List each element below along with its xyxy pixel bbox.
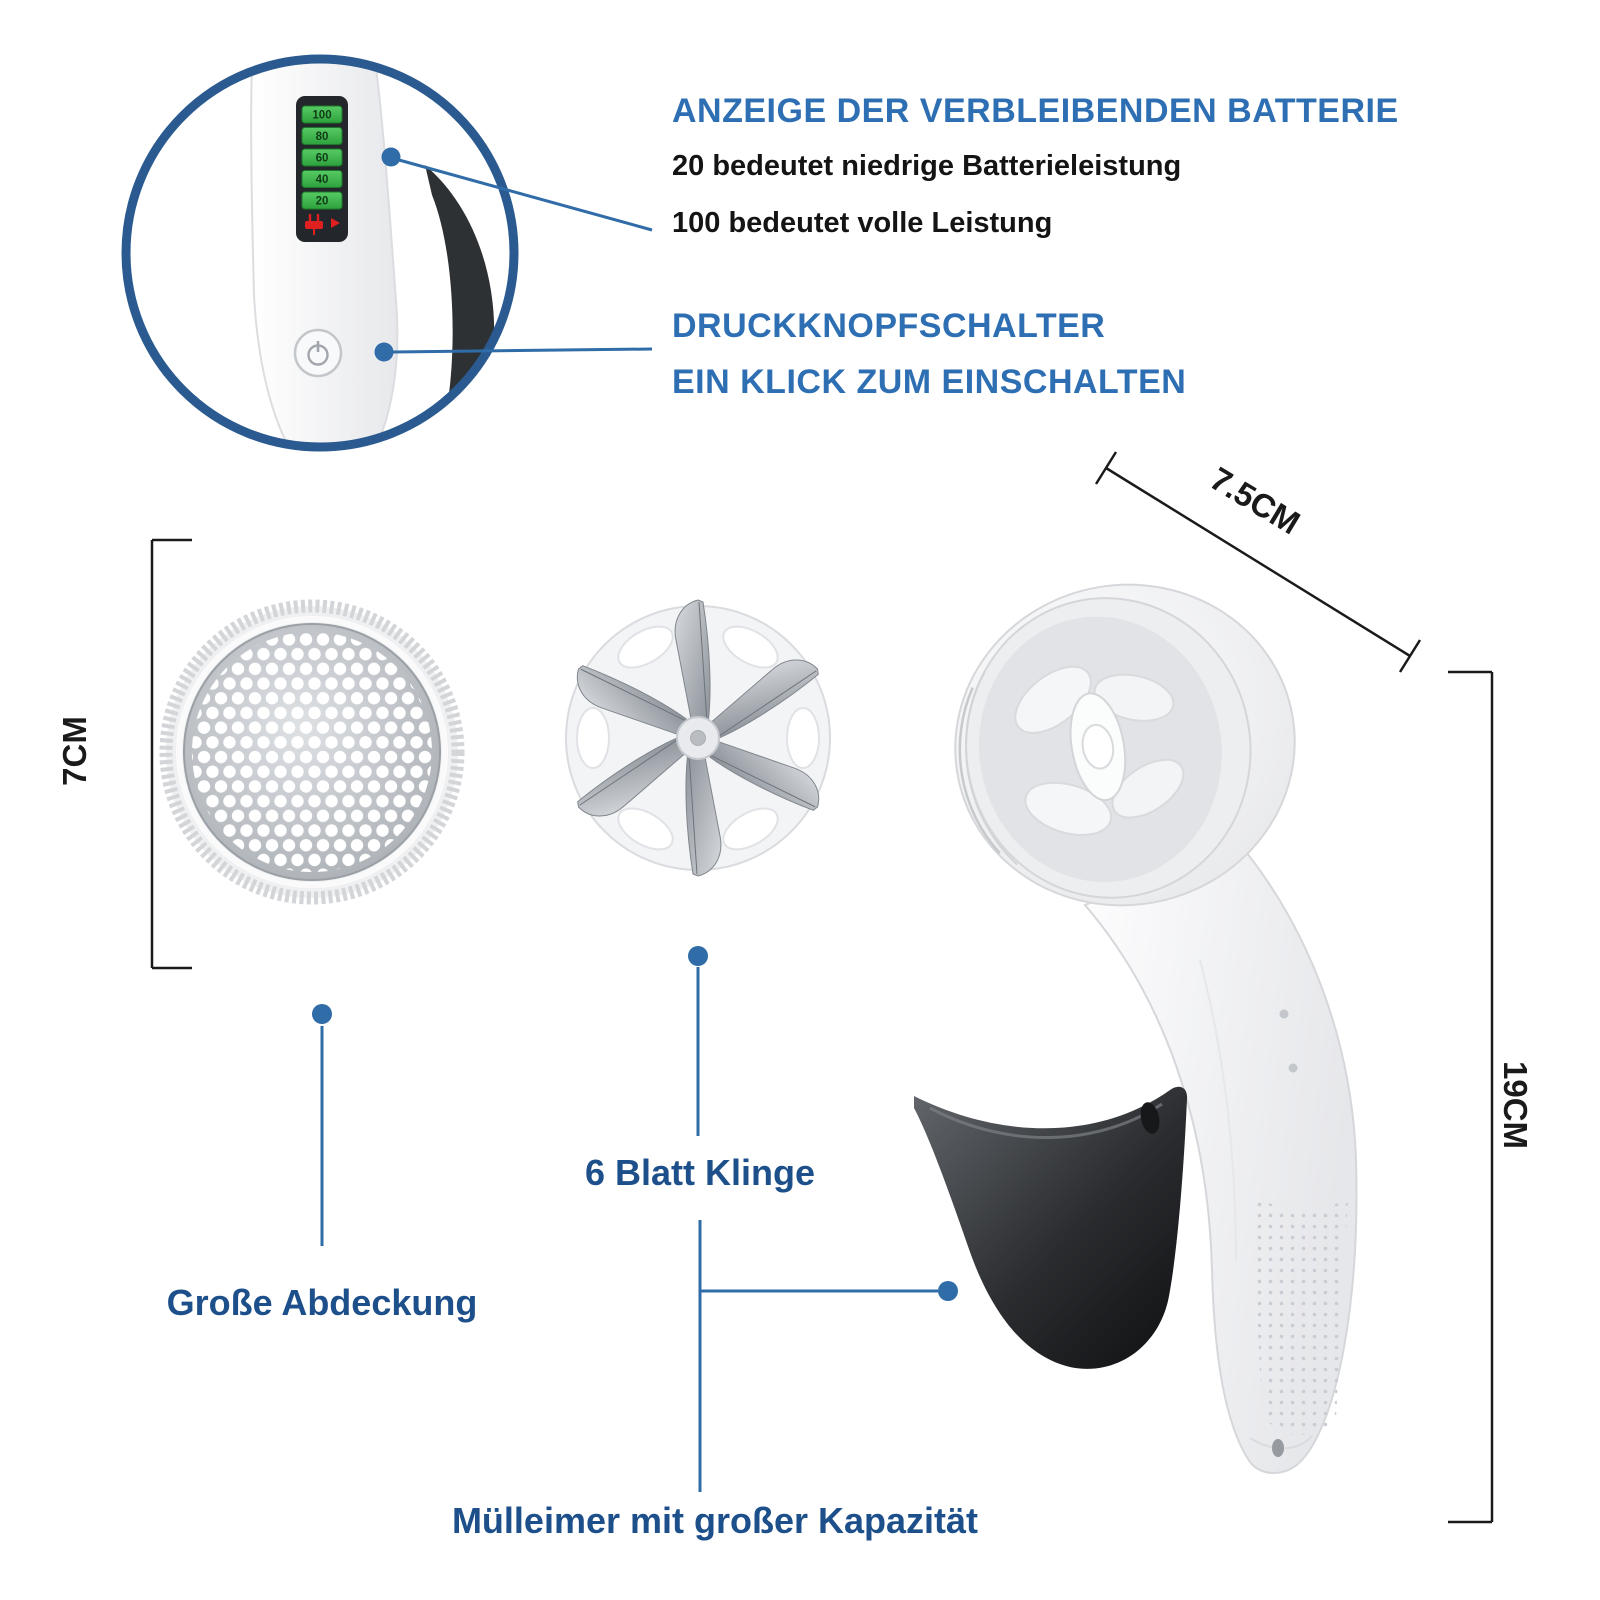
- inset-handle: [250, 63, 399, 443]
- battery-level-80: 80: [316, 131, 329, 143]
- mesh-cover-illustration: [159, 599, 465, 905]
- switch-heading-line1: DRUCKKNOPFSCHALTER: [672, 307, 1106, 345]
- blade-illustration: [565, 599, 831, 877]
- main-body-illustration: [954, 583, 1358, 1475]
- blade-rim-slots: [576, 625, 820, 851]
- battery-full-note: 100 bedeutet volle Leistung: [672, 207, 1053, 239]
- battery-callout-dot: [381, 147, 401, 167]
- lint-bin: [914, 1086, 1188, 1369]
- blade-label: 6 Blatt Klinge: [584, 1152, 816, 1193]
- switch-callout-dot: [374, 342, 394, 362]
- battery-low-note: 20 bedeutet niedrige Batterieleistung: [672, 150, 1182, 182]
- blade-callout-dot: [688, 946, 708, 966]
- battery-level-20: 20: [316, 196, 329, 208]
- power-button: [293, 328, 343, 378]
- inset-detail-view: 100 80 60 40 20: [250, 63, 495, 443]
- blade-hub-hole: [690, 730, 706, 746]
- head-dimension-bracket: [1094, 451, 1422, 673]
- battery-indicator-heading: ANZEIGE DER VERBLEIBENDEN BATTERIE: [672, 92, 1399, 130]
- battery-leader-line: [398, 158, 653, 232]
- cover-label: Große Abdeckung: [166, 1282, 478, 1323]
- power-icon: [307, 341, 329, 366]
- handle-grip-texture: [1252, 1198, 1348, 1435]
- battery-indicator: 100 80 60 40 20: [296, 96, 348, 242]
- bin-leader: [698, 1220, 938, 1492]
- blade-cutters: [576, 599, 820, 877]
- battery-level-40: 40: [316, 174, 329, 186]
- switch-heading-line2: EIN KLICK ZUM EINSCHALTEN: [672, 363, 1187, 401]
- head-impeller: [1014, 665, 1185, 836]
- handle-strap-hole: [1272, 1439, 1284, 1457]
- lint-bin-illustration: [914, 1086, 1188, 1369]
- cover-height-dimension: 7CM: [56, 716, 93, 786]
- bin-release-button: [1140, 1102, 1160, 1134]
- switch-leader-line: [392, 347, 653, 354]
- body-dimension-bracket: [1448, 670, 1494, 1524]
- inset-callouts: [374, 147, 653, 362]
- inset-dark-head: [425, 165, 495, 438]
- bin-label: Mülleimer mit großer Kapazität: [451, 1500, 979, 1541]
- cover-dimension-bracket: [150, 538, 192, 970]
- bin-callout-dot: [938, 1281, 958, 1301]
- cover-callout-dot: [312, 1004, 332, 1024]
- charging-plug-icon: [305, 214, 340, 235]
- cover-mesh-holes: [192, 632, 432, 872]
- body-height-dimension: 19CM: [1497, 1060, 1534, 1150]
- battery-level-60: 60: [316, 153, 329, 165]
- battery-level-100: 100: [312, 110, 331, 122]
- inset-ring: [121, 54, 519, 452]
- body-head: [954, 583, 1296, 907]
